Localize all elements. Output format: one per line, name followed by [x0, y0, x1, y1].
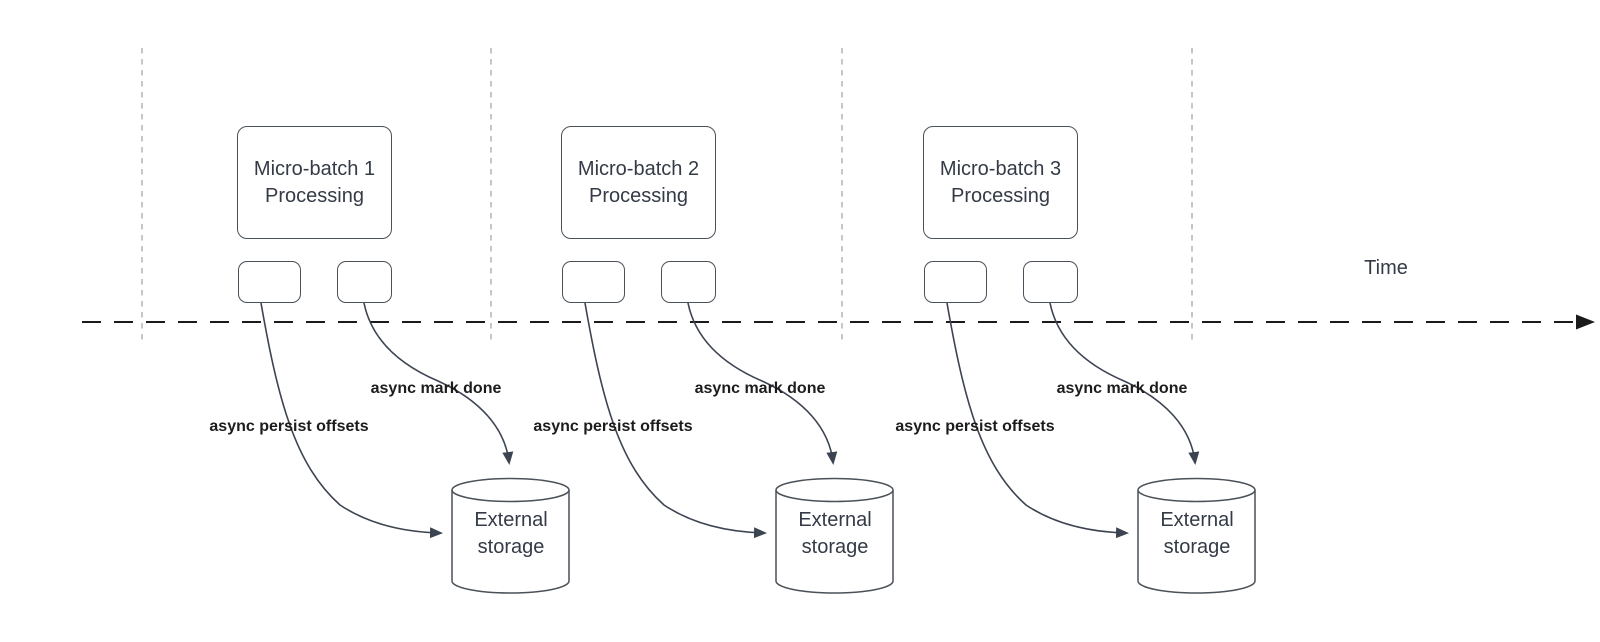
- micro-batch-box-label-line2: Processing: [589, 184, 688, 207]
- async-mark-done-label: async mark done: [694, 380, 826, 397]
- micro-batch-box-label-line1: Micro-batch 1: [253, 157, 376, 180]
- persist-offsets-task-rect: [238, 261, 301, 303]
- async-persist-offsets-label: async persist offsets: [895, 418, 1055, 435]
- external-storage-label-line2: storage: [801, 536, 869, 558]
- async-mark-done-label: async mark done: [1056, 380, 1188, 397]
- storage-cylinder-top: [451, 477, 570, 503]
- async-persist-offsets-label: async persist offsets: [209, 418, 369, 435]
- mark-done-arrow: [1049, 302, 1200, 465]
- storage-cylinder-body: [1137, 490, 1256, 594]
- time-gridlines: [141, 48, 1193, 342]
- storage-cylinder-body: [451, 490, 570, 594]
- micro-batch-box-label-line2: Processing: [951, 184, 1050, 207]
- external-storage-label: External storage: [1138, 507, 1256, 561]
- external-storage-label-line1: External: [1160, 509, 1234, 531]
- micro-batch-box-label-line1: Micro-batch 3: [939, 157, 1062, 180]
- external-storage-label-line1: External: [474, 509, 548, 531]
- micro-batch-box-label-line1: Micro-batch 2: [577, 157, 700, 180]
- batch-edges-group: [946, 302, 1256, 594]
- persist-offsets-task-rect: [562, 261, 625, 303]
- storage-cylinder-top: [775, 477, 894, 503]
- persist-offsets-task-rect: [924, 261, 987, 303]
- micro-batch-processing-box: Micro-batch 2 Processing: [561, 126, 716, 239]
- time-axis-label: Time: [1364, 257, 1408, 279]
- micro-batch-processing-box: Micro-batch 1 Processing: [237, 126, 392, 239]
- persist-offsets-arrow: [260, 302, 443, 539]
- storage-cylinder-top: [1137, 477, 1256, 503]
- external-storage-label: External storage: [452, 507, 570, 561]
- external-storage-label-line2: storage: [477, 536, 545, 558]
- persist-offsets-arrow: [584, 302, 767, 539]
- time-axis: [82, 314, 1595, 330]
- mark-done-arrow: [363, 302, 514, 465]
- batch-edges-group: [584, 302, 894, 594]
- external-storage-label-line2: storage: [1163, 536, 1231, 558]
- persist-offsets-arrow: [946, 302, 1129, 539]
- batch-edges-layer: [260, 302, 1256, 594]
- external-storage-label-line1: External: [798, 509, 872, 531]
- external-storage-label: External storage: [776, 507, 894, 561]
- storage-cylinder-body: [775, 490, 894, 594]
- micro-batch-box-label-line2: Processing: [265, 184, 364, 207]
- mark-done-task-rect: [1023, 261, 1078, 303]
- async-persist-offsets-label: async persist offsets: [533, 418, 693, 435]
- time-axis-arrowhead-icon: [1576, 314, 1595, 330]
- mark-done-task-rect: [337, 261, 392, 303]
- batch-edges-group: [260, 302, 570, 594]
- micro-batch-processing-box: Micro-batch 3 Processing: [923, 126, 1078, 239]
- mark-done-task-rect: [661, 261, 716, 303]
- async-mark-done-label: async mark done: [370, 380, 502, 397]
- mark-done-arrow: [687, 302, 838, 465]
